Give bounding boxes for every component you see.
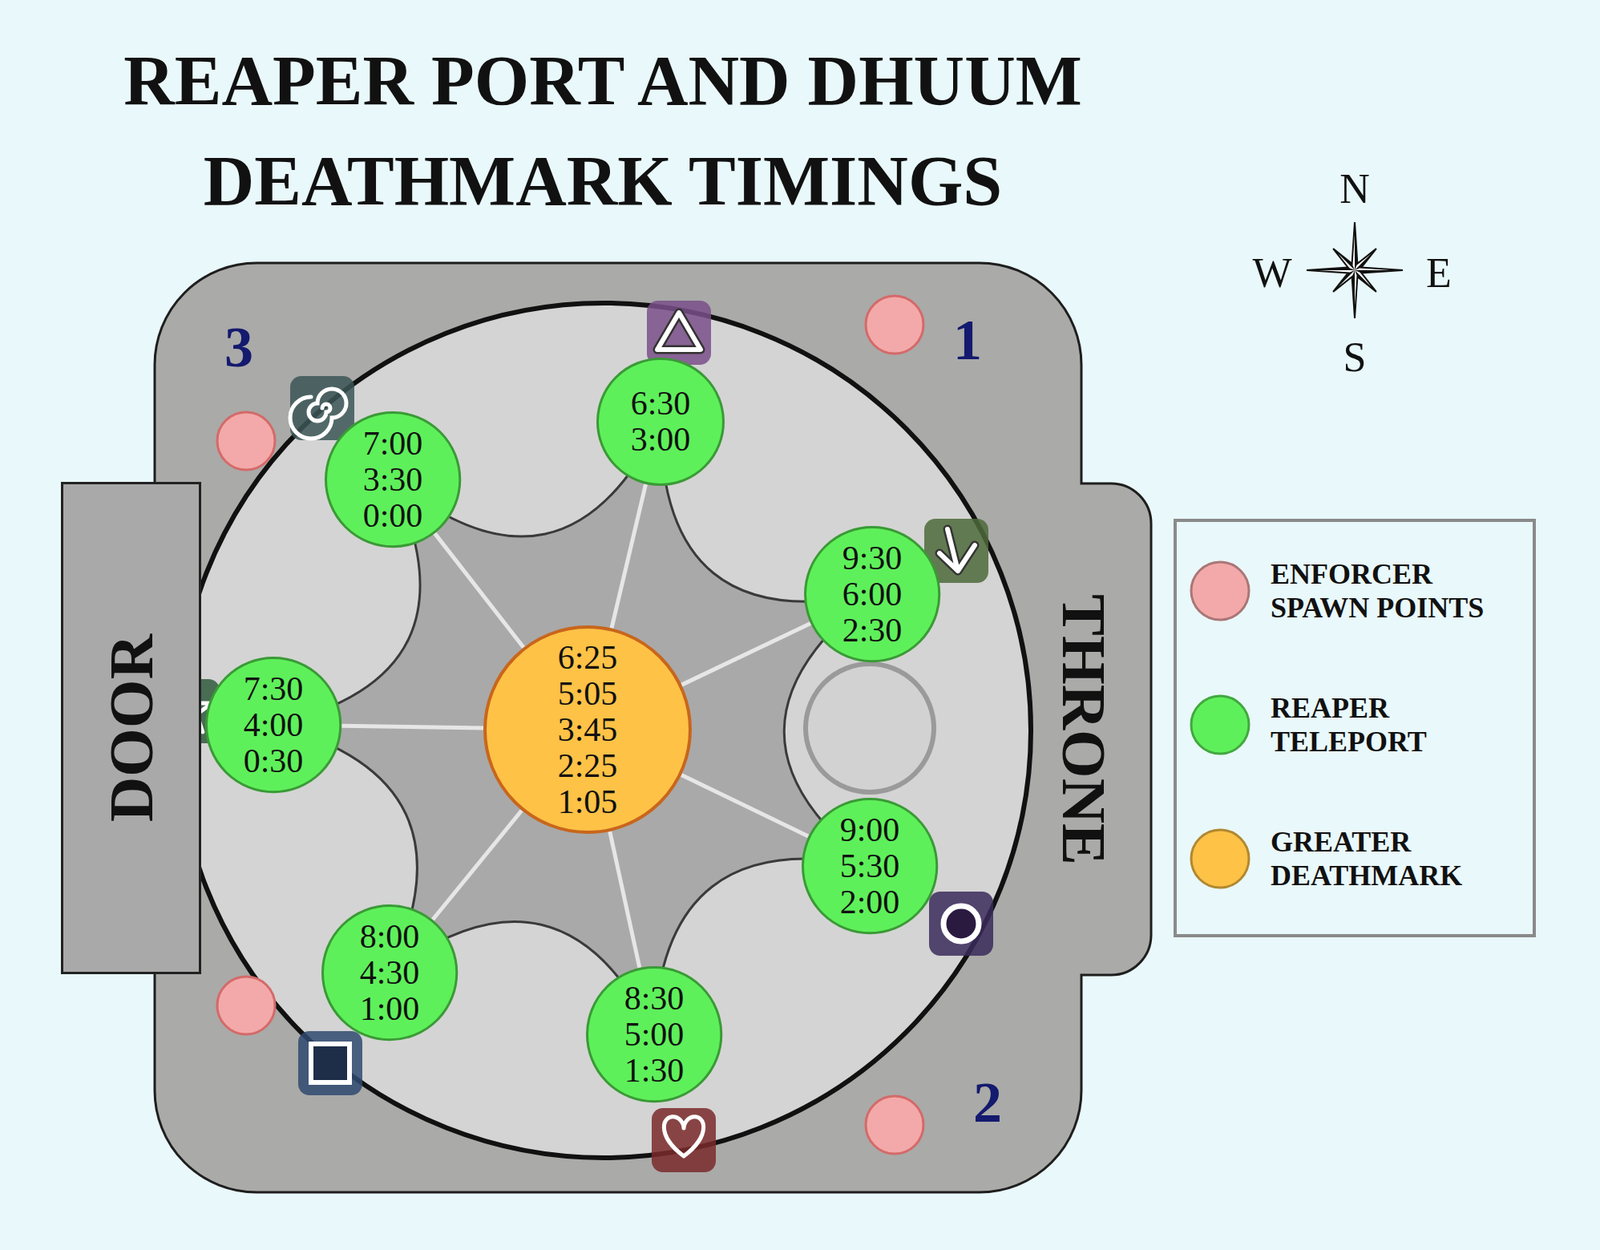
timing-text: 9:30 xyxy=(842,539,903,576)
greater-deathmark-circle: 6:255:053:452:251:05 xyxy=(483,625,692,834)
door-label: DOOR xyxy=(99,634,164,822)
door-block: DOOR xyxy=(60,481,202,974)
timing-text: 1:30 xyxy=(624,1051,685,1088)
compass-rose xyxy=(1306,222,1403,319)
timing-text: 4:00 xyxy=(243,706,304,743)
throne-label: THRONE xyxy=(1052,593,1116,865)
legend-swatch-box xyxy=(1187,692,1253,757)
timing-text: 5:30 xyxy=(840,847,901,884)
enforcer-spawn-point xyxy=(217,412,275,470)
compass-letter: E xyxy=(1426,252,1452,295)
teleport-line xyxy=(611,484,647,629)
compass-letter: W xyxy=(1252,252,1292,295)
timing-text: 0:30 xyxy=(243,742,304,779)
legend-swatch xyxy=(1191,561,1249,620)
timing-text: 2:30 xyxy=(842,611,903,648)
circle-fill xyxy=(484,626,691,833)
legend-swatch-box xyxy=(1187,826,1253,891)
circle-marker xyxy=(929,891,994,956)
legend-text: GREATER DEATHMARK xyxy=(1270,824,1526,893)
platform xyxy=(154,262,1152,1192)
spiral-marker xyxy=(290,375,355,441)
reaper-teleport-circle: 8:004:301:00 xyxy=(321,904,458,1041)
circle-fill xyxy=(597,359,724,485)
square-marker xyxy=(298,1030,363,1095)
enforcer-spawn-point xyxy=(865,1095,924,1154)
reaper-teleport-circle: 8:305:001:30 xyxy=(585,965,723,1103)
circle-fill xyxy=(325,412,460,546)
timing-text: 6:30 xyxy=(630,385,691,422)
timing-text: 7:30 xyxy=(243,670,304,707)
circle-fill xyxy=(206,657,340,792)
area-number: 3 xyxy=(224,318,254,376)
timing-text: 8:30 xyxy=(624,979,685,1016)
timing-text: 0:00 xyxy=(363,496,424,534)
arena-circle xyxy=(176,303,1031,1158)
legend-text: REAPER TELEPORT xyxy=(1270,690,1526,759)
timing-text: 6:00 xyxy=(842,575,903,612)
circle-fill xyxy=(802,798,937,933)
legend-swatch-box xyxy=(1187,558,1253,623)
legend-box: ENFORCER SPAWN POINTS REAPER TELEPORT GREA… xyxy=(1173,518,1536,938)
timing-text: 1:00 xyxy=(359,989,421,1027)
timing-text: 2:00 xyxy=(840,883,901,920)
circle-fill xyxy=(322,905,457,1039)
compass-letter: N xyxy=(1339,168,1370,211)
timing-text: 9:00 xyxy=(840,811,901,848)
teleport-line xyxy=(681,623,811,686)
enforcer-spawn-point xyxy=(865,295,924,354)
timing-text: 3:30 xyxy=(363,460,424,497)
reaper-teleport-circle: 7:003:300:00 xyxy=(324,411,461,548)
reaper-teleport-circle: 9:005:302:00 xyxy=(801,797,938,934)
enforcer-spawn-point xyxy=(217,976,275,1035)
teleport-line xyxy=(341,725,484,728)
legend-swatch xyxy=(1191,695,1249,754)
triangle-marker xyxy=(646,300,712,365)
timing-text: 8:00 xyxy=(359,917,421,954)
compass-letter: S xyxy=(1343,336,1367,379)
timing-text: 2:25 xyxy=(557,747,619,784)
heart-marker xyxy=(651,1107,716,1172)
title: REAPER PORT AND DHUUM DEATHMARK TIMINGS xyxy=(81,30,1124,231)
reaper-teleport-circle: 7:304:000:30 xyxy=(205,656,342,793)
teleport-line xyxy=(681,775,809,837)
timing-text: 3:45 xyxy=(557,711,619,748)
throne-seat xyxy=(805,663,934,792)
timing-text: 6:25 xyxy=(557,639,619,676)
timing-text: 1:05 xyxy=(557,783,619,821)
teleport-line xyxy=(610,831,640,968)
teleport-line xyxy=(432,810,522,920)
timing-text: 4:30 xyxy=(359,953,421,990)
legend-swatch xyxy=(1191,829,1249,888)
timing-text: 3:00 xyxy=(630,421,691,458)
area-number: 1 xyxy=(953,311,982,369)
circle-fill xyxy=(804,526,939,661)
timing-text: 5:00 xyxy=(624,1015,685,1052)
reaper-teleport-circle: 6:303:00 xyxy=(596,357,725,486)
teleport-line xyxy=(434,533,524,647)
timing-text: 5:05 xyxy=(557,675,619,712)
reaper-teleport-circle: 9:306:002:30 xyxy=(804,525,941,663)
door-rect xyxy=(62,483,201,974)
circle-fill xyxy=(586,966,721,1101)
star-floor xyxy=(273,421,873,1035)
timing-text: 7:00 xyxy=(363,424,424,461)
legend-text: ENFORCER SPAWN POINTS xyxy=(1270,557,1526,625)
area-number: 2 xyxy=(973,1073,1003,1132)
